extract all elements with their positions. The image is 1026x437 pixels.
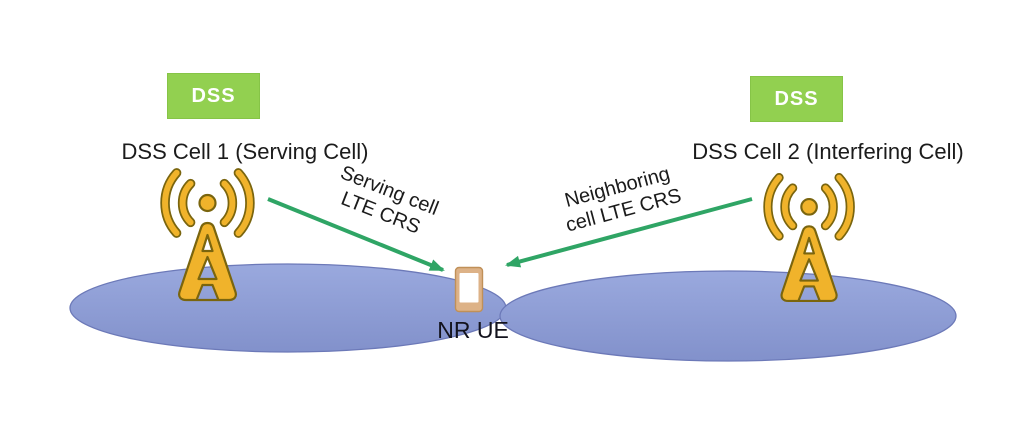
dss-badge-right: DSS <box>750 76 843 122</box>
serving-cell-title: DSS Cell 1 (Serving Cell) <box>121 139 369 164</box>
smartphone-icon <box>454 266 484 313</box>
serving-cell-crs-arrow <box>267 197 445 272</box>
interfering-cell-title: DSS Cell 2 (Interfering Cell) <box>692 139 964 164</box>
dss-badge-left-label: DSS <box>191 84 236 107</box>
dss-badge-right-label: DSS <box>774 87 819 110</box>
nr-ue-label: NR UE <box>437 317 509 343</box>
interfering-cell-coverage-ellipse <box>499 270 957 362</box>
dss-badge-left: DSS <box>167 73 260 119</box>
neighboring-cell-crs-arrow <box>505 197 753 268</box>
